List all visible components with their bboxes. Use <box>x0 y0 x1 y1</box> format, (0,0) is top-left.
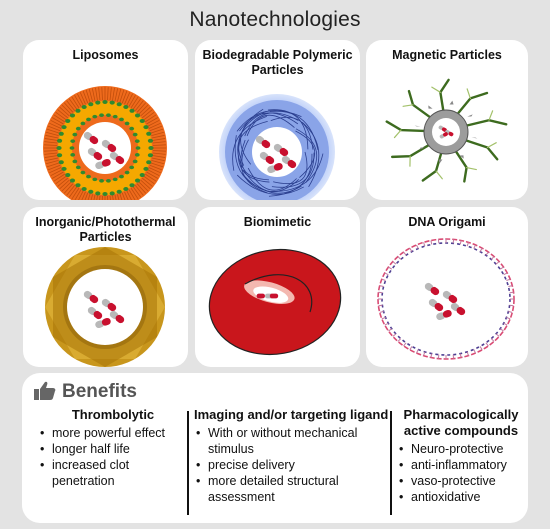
benefit-column-thrombolytic: Thrombolytic more powerful effect longer… <box>38 407 188 489</box>
thumbs-up-icon <box>34 381 56 400</box>
magnetic-particle-illustration <box>385 78 508 183</box>
red-blood-cell-illustration <box>208 248 342 356</box>
list-item: longer half life <box>40 441 188 457</box>
inorganic-particle-illustration <box>45 247 165 367</box>
list-item: anti-inflammatory <box>399 457 525 473</box>
list-item: increased clot penetration <box>40 457 188 489</box>
card-polymeric-particles: Biodegradable Polymeric Particles <box>195 40 360 200</box>
list-item: With or without mechanical stimulus <box>196 425 389 457</box>
polymeric-particle-illustration <box>219 94 335 200</box>
benefits-heading: Benefits <box>62 381 137 402</box>
card-magnetic-particles: Magnetic Particles <box>366 40 528 200</box>
card-title: DNA Origami <box>408 215 486 229</box>
card-title: Biodegradable Polymeric Particles <box>202 48 353 77</box>
list-item: more detailed structural assessment <box>196 473 389 505</box>
card-biomimetic: Biomimetic <box>195 207 360 367</box>
column-divider <box>187 411 189 515</box>
list-item: antioxidative <box>399 489 525 505</box>
list-item: precise delivery <box>196 457 389 473</box>
card-inorganic-photothermal-particles: Inorganic/Photothermal Particles <box>23 207 188 367</box>
column-heading: Imaging and/or targeting ligand <box>194 407 389 422</box>
card-liposomes: Liposomes <box>23 40 188 200</box>
column-divider <box>390 411 392 515</box>
list-item: vaso-protective <box>399 473 525 489</box>
column-heading: Thrombolytic <box>71 407 155 422</box>
benefit-column-pharmacologically-active: Pharmacologically active compounds Neuro… <box>397 407 525 505</box>
list-item: Neuro-protective <box>399 441 525 457</box>
card-title: Inorganic/Photothermal Particles <box>35 215 176 244</box>
card-title: Biomimetic <box>243 215 312 229</box>
page-title: Nanotechnologies <box>189 8 361 31</box>
card-title: Magnetic Particles <box>392 48 502 62</box>
liposome-illustration <box>43 86 167 200</box>
benefit-column-imaging: Imaging and/or targeting ligand With or … <box>194 407 389 505</box>
list-item: more powerful effect <box>40 425 188 441</box>
column-heading: Pharmacologically active compounds <box>403 407 519 438</box>
card-title: Liposomes <box>72 48 139 62</box>
benefits-panel: Benefits Thrombolytic more powerful effe… <box>22 373 528 523</box>
card-dna-origami: DNA Origami <box>366 207 528 367</box>
dna-origami-illustration <box>377 238 515 360</box>
